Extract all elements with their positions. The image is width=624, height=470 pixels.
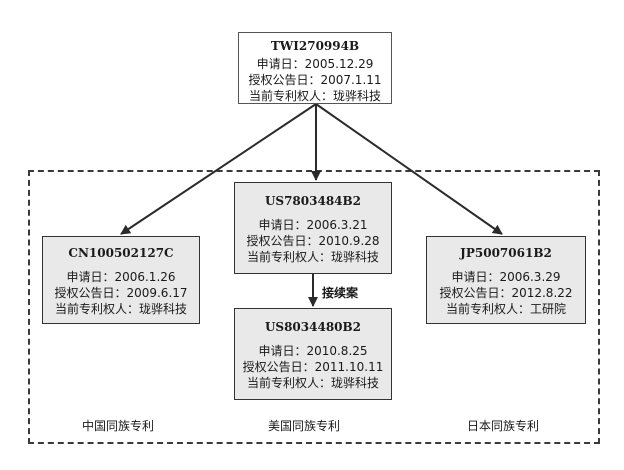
us-group-label: 美国同族专利 [268, 419, 341, 433]
root-patent-node: TWI270994B 申请日：2005.12.29 授权公告日：2007.1.1… [238, 32, 392, 104]
cn-group-label: 中国同族专利 [82, 419, 155, 433]
us-patent-node-2: US8034480B2 申请日：2010.8.25 授权公告日：2011.10.… [234, 308, 392, 400]
jp-group-label: 日本同族专利 [467, 419, 540, 433]
jp-patent-node: JP5007061B2 申请日：2006.3.29 授权公告日：2012.8.2… [426, 236, 586, 324]
cn-owner: 当前专利权人：珑骅科技 [54, 302, 187, 316]
us1-patent-id: US7803484B2 [264, 194, 362, 208]
edge-root-to-cn [120, 103, 317, 235]
us2-grant-date: 授权公告日：2011.10.11 [242, 360, 384, 374]
root-patent-id: TWI270994B [270, 39, 360, 53]
us2-owner: 当前专利权人：珑骅科技 [246, 376, 379, 390]
cn-patent-id: CN100502127C [68, 246, 174, 260]
cn-application-date: 申请日：2006.1.26 [66, 270, 176, 284]
root-grant-date: 授权公告日：2007.1.11 [248, 73, 382, 87]
jp-owner: 当前专利权人：工研院 [445, 302, 566, 316]
edge-root-to-jp [315, 103, 503, 235]
us-patent-node-1: US7803484B2 申请日：2006.3.21 授权公告日：2010.9.2… [234, 182, 392, 274]
root-application-date: 申请日：2005.12.29 [256, 57, 374, 71]
continuation-label: 接续案 [322, 286, 359, 300]
us2-patent-id: US8034480B2 [264, 320, 362, 334]
jp-application-date: 申请日：2006.3.29 [451, 270, 561, 284]
us1-application-date: 申请日：2006.3.21 [258, 218, 368, 232]
jp-grant-date: 授权公告日：2012.8.22 [439, 286, 573, 300]
cn-patent-node: CN100502127C 申请日：2006.1.26 授权公告日：2009.6.… [42, 236, 200, 324]
jp-patent-id: JP5007061B2 [460, 246, 552, 260]
root-owner: 当前专利权人：珑骅科技 [248, 89, 381, 103]
us1-owner: 当前专利权人：珑骅科技 [246, 250, 379, 264]
us2-application-date: 申请日：2010.8.25 [258, 344, 368, 358]
us1-grant-date: 授权公告日：2010.9.28 [246, 234, 380, 248]
cn-grant-date: 授权公告日：2009.6.17 [54, 286, 188, 300]
